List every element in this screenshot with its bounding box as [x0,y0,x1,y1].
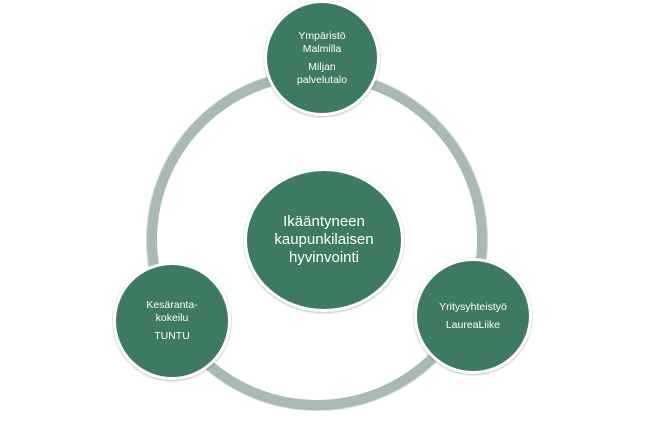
node-environment-malmi: Ympäristö Malmilla Miljan palvelutalo [264,0,380,116]
node-top-line-3: Miljan [308,60,336,73]
node-right-line-1: Yritysyhteistyö [439,300,507,313]
node-top-line-1: Ympäristö [298,29,346,42]
node-top-line-2: Malmilla [302,42,342,55]
center-line-3: hyvinvointi [288,249,360,266]
center-line-2: kaupunkilaisen [274,231,374,248]
node-top-line-4: palvelutalo [296,73,348,86]
node-right-line-2: LaureaLiike [445,318,501,331]
node-kesaranta-trial: Kesäranta- kokeilu TUNTU [113,262,231,380]
node-center-wellbeing: Ikääntyneen kaupunkilaisen hyvinvointi [244,168,404,312]
node-business-cooperation: Yritysyhteistyö LaureaLiike [414,258,532,374]
node-left-line-2: kokeilu [155,312,189,324]
node-left-line-3: TUNTU [154,330,190,342]
center-line-1: Ikääntyneen [283,213,365,230]
node-left-line-1: Kesäranta- [146,299,198,311]
